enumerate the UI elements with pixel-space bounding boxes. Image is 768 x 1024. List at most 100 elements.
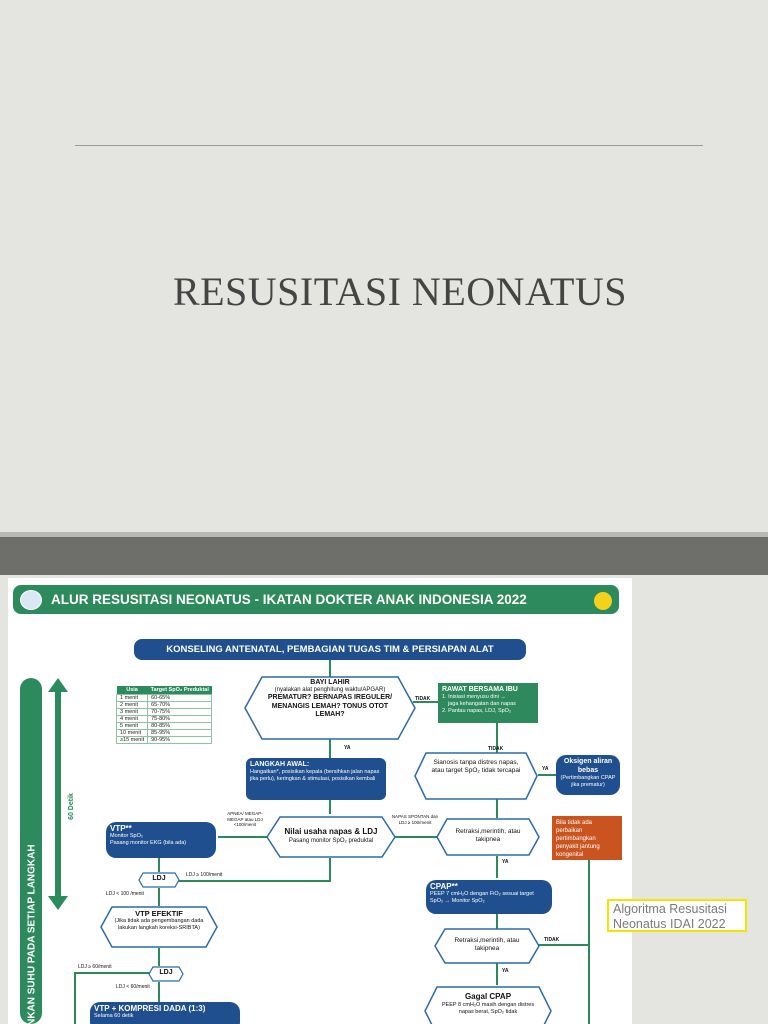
table-cell: 5 menit	[115, 722, 149, 730]
vtp-efektif-body: (Jika tidak ada pengembangan dada lakuka…	[114, 918, 204, 931]
gagal-cpap-hexagon	[424, 986, 552, 1024]
vtp-line: Pasang monitor EKG (bila ada)	[110, 840, 187, 846]
connector-line	[496, 914, 498, 932]
penyakit-jantung-box: Bila tidak ada perbaikan pertimbangkan p…	[552, 816, 622, 860]
retraksi-text: Retraksi,merintih, atau takipnea	[455, 828, 521, 843]
table-header: Target SpO₂ Preduktal	[147, 686, 212, 695]
ya-label: YA	[344, 745, 351, 751]
bayi-lahir-hexagon	[244, 676, 416, 740]
table-cell: 10 menit	[115, 729, 149, 737]
connector-line	[158, 948, 160, 966]
vtp-title: VTP**	[110, 824, 132, 833]
connector-line	[218, 836, 273, 838]
rawat-bersama-ibu-box: RAWAT BERSAMA IBU 1. Inisiasi menyusu di…	[438, 683, 538, 723]
poster-header-text: ALUR RESUSITASI NEONATUS - IKATAN DOKTER…	[51, 592, 527, 607]
ya-label: YA	[502, 968, 509, 974]
orange-text: Bila tidak ada perbaikan pertimbangkan p…	[556, 820, 600, 858]
kompresi-body: Selama 60 detik	[94, 1013, 134, 1019]
divider-band-light	[0, 532, 768, 537]
retraksi-hexagon	[436, 818, 540, 856]
connector-line	[74, 974, 76, 1024]
ya-label: YA	[502, 859, 509, 865]
table-cell: ≥15 menit	[115, 736, 149, 744]
tidak-label: TIDAK	[544, 937, 560, 943]
connector-line	[178, 880, 330, 882]
algorithm-poster: ALUR RESUSITASI NEONATUS - IKATAN DOKTER…	[8, 578, 632, 1024]
oksigen-title: Oksigen aliran bebas	[563, 758, 613, 774]
idai-logo-icon	[20, 590, 42, 610]
table-cell: 90-95%	[147, 736, 213, 744]
table-cell: 1 menit	[115, 694, 149, 702]
ldj-text: LDJ	[152, 875, 166, 882]
napas-label: NAPAS SPONTAN dan LDJ ≥ 100/menit	[391, 814, 439, 825]
ldj-text-2: LDJ	[159, 969, 173, 976]
temperature-sidebar: PERTAHANKAN SUHU PADA SETIAP LANGKAH	[20, 678, 42, 1024]
rawat-line: jaga kehangatan dan napas	[448, 701, 516, 707]
connector-line	[538, 944, 590, 946]
figure-caption: Algoritma Resusitasi Neonatus IDAI 2022	[607, 899, 747, 932]
cpap-box: CPAP** PEEP 7 cmH₂O dengan FiO₂ sesuai t…	[426, 880, 552, 914]
nilai-hexagon	[266, 816, 396, 858]
table-header: Usia	[116, 686, 148, 695]
connector-line	[158, 888, 160, 906]
ldj-lt60-label: LDJ < 60/menit	[116, 984, 150, 990]
connector-line	[393, 836, 438, 838]
rawat-title: RAWAT BERSAMA IBU	[442, 686, 518, 693]
tidak-label: TIDAK	[488, 746, 504, 752]
connector-line	[329, 660, 331, 678]
ldj-ge60-label: LDJ ≥ 60/menit	[78, 964, 112, 970]
rawat-line: 2. Pantau napas, LDJ, SpO₂	[442, 708, 512, 714]
gagal-cpap-title: Gagal CPAP	[464, 992, 512, 1001]
bayi-lahir-question: PREMATUR? BERNAPAS IREGULER/ MENANGIS LE…	[267, 694, 393, 718]
nilai-title: Nilai usaha napas & LDJ	[284, 827, 378, 836]
seal-logo-icon	[592, 590, 614, 612]
sixty-seconds-arrow	[48, 678, 68, 910]
langkah-awal-title: LANGKAH AWAL:	[250, 761, 310, 768]
langkah-awal-body: Hangatkan*, posisikan kepala (bersihkan …	[250, 769, 380, 782]
title-divider	[75, 145, 703, 146]
slide-title-area: RESUSITASI NEONATUS	[75, 145, 703, 314]
ldj-ge100-label: LDJ ≥ 100/menit	[186, 872, 223, 878]
connector-line	[329, 738, 331, 758]
table-cell: 60-65%	[147, 694, 213, 702]
gagal-cpap-body: PEEP 8 cmH₂O masih dengan distres napas …	[441, 1002, 535, 1015]
konseling-bar: KONSELING ANTENATAL, PEMBAGIAN TUGAS TIM…	[134, 639, 526, 660]
retraksi-hexagon-2	[434, 928, 540, 964]
connector-line	[496, 798, 498, 818]
table-cell: 3 menit	[115, 708, 149, 716]
rawat-line: 1. Inisiasi menyusu dini →	[442, 694, 506, 700]
kompresi-title: VTP + KOMPRESI DADA (1:3)	[94, 1004, 206, 1013]
slide-title: RESUSITASI NEONATUS	[172, 269, 628, 314]
divider-band	[0, 537, 768, 575]
connector-line	[74, 972, 150, 974]
sidebar-label: PERTAHANKAN SUHU PADA SETIAP LANGKAH	[26, 844, 38, 1024]
poster-header: ALUR RESUSITASI NEONATUS - IKATAN DOKTER…	[13, 585, 619, 614]
connector-line	[496, 961, 498, 985]
table-cell: 65-70%	[147, 701, 213, 709]
nilai-block: Nilai usaha napas & LDJ Pasang monitor S…	[274, 827, 388, 845]
table-cell: 70-75%	[147, 708, 213, 716]
ldj-hexagon	[138, 872, 180, 888]
caption-line: Neonatus IDAI 2022	[613, 917, 726, 931]
sixty-seconds-label: 60 Detik	[67, 793, 75, 820]
vtp-efektif-title: VTP EFEKTIF	[135, 909, 183, 918]
connector-line	[538, 774, 562, 776]
connector-line	[496, 722, 498, 754]
gagal-cpap-block: Gagal CPAP PEEP 8 cmH₂O masih dengan dis…	[436, 992, 540, 1016]
connector-line	[158, 858, 160, 872]
vtp-efektif-hexagon	[100, 906, 218, 948]
bayi-lahir-block: BAYI LAHIR (nyalakan alat penghitung wak…	[258, 679, 402, 720]
bayi-lahir-title: BAYI LAHIR	[310, 679, 350, 686]
vtp-box: VTP** Monitor SpO₂ Pasang monitor EKG (b…	[106, 822, 216, 858]
ldj-hexagon-2	[148, 966, 184, 982]
connector-line	[329, 858, 331, 882]
table-cell: 80-85%	[147, 722, 213, 730]
ldj-lt100-label: LDJ < 100 /menit	[106, 891, 144, 897]
